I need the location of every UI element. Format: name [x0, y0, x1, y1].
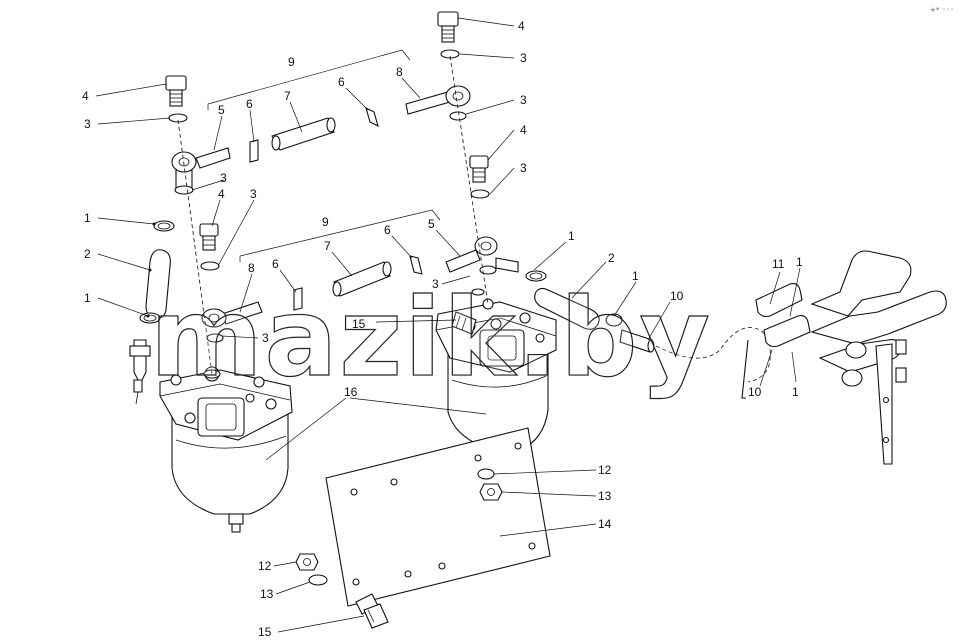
callout-label: 2: [84, 247, 91, 261]
callout-label: 3: [520, 161, 527, 175]
callout-label: 10: [748, 385, 762, 399]
callout-label: 7: [284, 89, 291, 103]
callout-label: 8: [248, 261, 255, 275]
left-banjo-fitting-lower: [201, 301, 263, 379]
left-filter-housing: [159, 366, 293, 533]
right-bolt-top: [437, 11, 460, 59]
callout-label: 4: [218, 187, 225, 201]
callout-label: 15: [258, 625, 272, 639]
callout-label: 10: [670, 289, 684, 303]
left-hose: [139, 220, 175, 324]
right-nut-and-washer: [477, 468, 503, 501]
left-nut-and-washer: [295, 553, 328, 586]
left-bolt-top: [165, 75, 188, 123]
callout-group: 1 2 1 4 3 5 6 7 9 6 8 4 3 3 4 3 3 4 3: [82, 17, 803, 639]
callout-label: 3: [520, 93, 527, 107]
right-banjo-fitting-lower: [445, 236, 519, 296]
callout-label: 3: [262, 331, 269, 345]
callout-label: 1: [84, 291, 91, 305]
callout-label: 1: [632, 269, 639, 283]
callout-label: 6: [384, 223, 391, 237]
watermark-text: mazik.by: [150, 276, 712, 401]
callout-label: 6: [246, 97, 253, 111]
right-banjo-fitting-upper: [405, 85, 471, 121]
left-bolt-middle: [199, 223, 220, 271]
callout-label: 12: [258, 559, 272, 573]
callout-label: 6: [338, 75, 345, 89]
callout-label: 3: [520, 51, 527, 65]
callout-label: 13: [260, 587, 274, 601]
callout-label: 5: [218, 103, 225, 117]
callout-label: 1: [796, 255, 803, 269]
callout-label: 4: [82, 89, 89, 103]
callout-label: 3: [432, 277, 439, 291]
callout-label: 8: [396, 65, 403, 79]
callout-label: 15: [352, 317, 366, 331]
left-lower-tube-and-clips: [293, 255, 423, 311]
bracket-9-upper: [207, 49, 411, 110]
callout-label: 9: [322, 215, 329, 229]
left-inlet-pipe: [129, 339, 151, 405]
callout-label: 1: [568, 229, 575, 243]
callout-label: 3: [250, 187, 257, 201]
short-pipe-10: [619, 329, 655, 353]
callout-label: 7: [324, 239, 331, 253]
callout-label: 12: [598, 463, 612, 477]
callout-label: 4: [520, 123, 527, 137]
right-bolt-middle: [469, 155, 490, 199]
left-assembly-axis: [177, 119, 213, 375]
manifold-assembly: [741, 250, 947, 465]
callout-label: 1: [84, 211, 91, 225]
right-hose: [525, 270, 623, 330]
callout-label: 9: [288, 55, 295, 69]
callout-label: 4: [518, 19, 525, 33]
callout-label: 1: [792, 385, 799, 399]
callout-label: 13: [598, 489, 612, 503]
callout-label: 2: [608, 251, 615, 265]
mounting-plate-14: [325, 427, 551, 607]
callout-label: 3: [220, 171, 227, 185]
callout-label: 11: [772, 257, 785, 271]
bottom-bolt-15: [355, 593, 389, 629]
bracket-9-lower: [239, 209, 441, 262]
callout-label: 6: [272, 257, 279, 271]
callout-label: 16: [344, 385, 358, 399]
callout-label: 14: [598, 517, 612, 531]
right-bolt-15: [451, 311, 477, 335]
callout-label: 3: [84, 117, 91, 131]
left-tube-and-clips: [249, 106, 379, 163]
callout-label: 5: [428, 217, 435, 231]
corner-mark: +* ◦◦◦: [930, 6, 954, 14]
